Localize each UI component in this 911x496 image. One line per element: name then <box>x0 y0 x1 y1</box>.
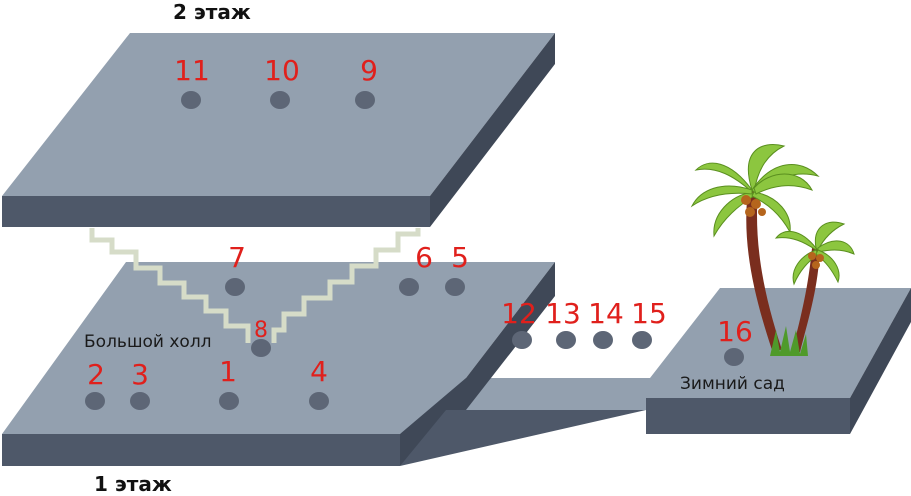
room-marker-4[interactable] <box>309 392 329 410</box>
first-floor-title: 1 этаж <box>94 472 172 496</box>
first-floor-back-side <box>466 262 555 410</box>
second-floor-slab <box>2 33 555 227</box>
staircase-right-rail-lower <box>271 262 379 343</box>
first-floor-top <box>2 262 911 434</box>
first-floor-front-corridor-band <box>400 410 646 466</box>
room-number-10: 10 <box>264 54 300 87</box>
second-floor-side <box>430 33 555 227</box>
palm-grass <box>770 326 808 356</box>
room-marker-7[interactable] <box>225 278 245 296</box>
first-floor-garden-side <box>850 288 911 434</box>
room-markers <box>85 91 744 410</box>
hall-label: Большой холл <box>84 332 212 352</box>
second-floor-front <box>2 196 430 227</box>
room-number-7: 7 <box>228 241 246 274</box>
room-marker-16[interactable] <box>724 348 744 366</box>
room-marker-1[interactable] <box>219 392 239 410</box>
palm-trunk-big <box>746 190 782 350</box>
palm-fronds-big <box>690 144 820 238</box>
room-marker-12[interactable] <box>512 331 532 349</box>
room-marker-11[interactable] <box>181 91 201 109</box>
room-number-9: 9 <box>360 54 378 87</box>
room-number-8: 8 <box>254 318 268 343</box>
room-number-1: 1 <box>219 355 237 388</box>
palm-coconuts-big <box>741 195 766 217</box>
room-marker-9[interactable] <box>355 91 375 109</box>
room-number-14: 14 <box>588 297 624 330</box>
first-floor-step-side <box>400 378 466 466</box>
first-floor-front-main <box>2 434 400 466</box>
staircase-left-rail-lower <box>133 262 251 343</box>
room-marker-5[interactable] <box>445 278 465 296</box>
room-number-3: 3 <box>131 358 149 391</box>
first-floor-front-garden <box>646 398 850 434</box>
first-floor-slab <box>2 262 911 466</box>
palm-trunk-small <box>792 248 820 352</box>
room-number-4: 4 <box>310 355 328 388</box>
room-number-16: 16 <box>717 315 753 348</box>
room-marker-10[interactable] <box>270 91 290 109</box>
room-marker-2[interactable] <box>85 392 105 410</box>
room-marker-8[interactable] <box>251 339 271 357</box>
room-number-6: 6 <box>415 241 433 274</box>
room-marker-13[interactable] <box>556 331 576 349</box>
room-number-11: 11 <box>174 54 210 87</box>
staircase-over-floor <box>133 262 379 343</box>
room-number-13: 13 <box>545 297 581 330</box>
room-number-5: 5 <box>451 241 469 274</box>
second-floor-title: 2 этаж <box>173 0 251 24</box>
room-marker-14[interactable] <box>593 331 613 349</box>
room-numbers: 11 10 9 7 6 5 8 12 13 14 15 16 2 3 1 4 <box>87 54 753 391</box>
palm-tree-icon <box>690 144 855 356</box>
room-marker-15[interactable] <box>632 331 652 349</box>
second-floor-top <box>2 33 555 196</box>
garden-label: Зимний сад <box>680 374 785 394</box>
room-number-2: 2 <box>87 358 105 391</box>
room-number-12: 12 <box>501 297 537 330</box>
room-marker-6[interactable] <box>399 278 419 296</box>
room-number-15: 15 <box>631 297 667 330</box>
palm-coconuts-small <box>808 252 824 269</box>
room-marker-3[interactable] <box>130 392 150 410</box>
